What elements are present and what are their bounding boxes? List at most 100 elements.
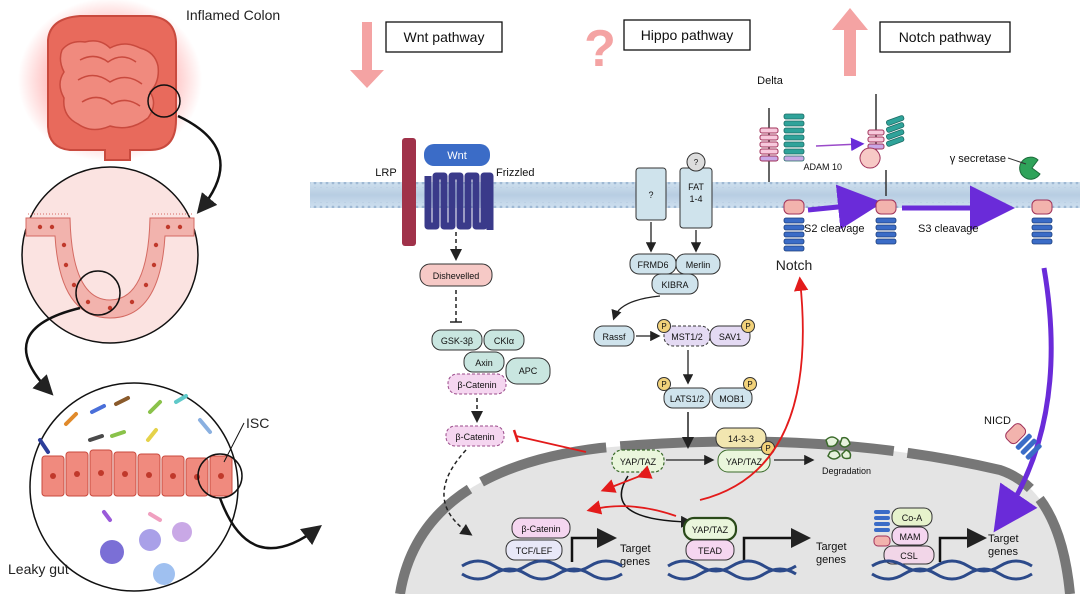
sav1-node <box>709 325 751 347</box>
nicd-fragment <box>1005 423 1042 460</box>
phospho-mob1-label: P <box>747 380 752 389</box>
phospho-lats-label: P <box>661 380 666 389</box>
dishevelled-label: Dishevelled <box>433 271 480 281</box>
dishevelled-node <box>419 263 493 287</box>
unknown-ligand <box>686 152 706 172</box>
inflamed-colon-illustration <box>18 0 202 162</box>
ck1a-label: CKIα <box>494 336 514 346</box>
zoom-arrow-1 <box>177 114 222 214</box>
ck1a-node <box>483 329 525 351</box>
axin-label: Axin <box>475 358 493 368</box>
gamma-secretase-label: γ secretase <box>950 153 1006 165</box>
phospho-mst <box>657 319 671 333</box>
rassf-node <box>593 325 635 347</box>
wnt-dna <box>461 559 623 581</box>
cleaved-notch-ecd <box>886 115 905 147</box>
unknown-receptor <box>635 167 667 221</box>
yap-taz-bound <box>717 449 771 473</box>
gsk3b-node <box>431 329 483 351</box>
frmd6-label: FRMD6 <box>638 260 669 270</box>
hippo-target-label-2: genes <box>816 554 846 566</box>
hippo-unknown-mark: ? <box>584 20 616 78</box>
phospho-mst-label: P <box>661 322 666 331</box>
14-3-3-node <box>715 427 767 449</box>
beta-catenin-free <box>445 425 505 447</box>
phospho-mob1 <box>743 377 757 391</box>
tead-node <box>685 539 735 561</box>
beta-catenin-nuclear-label: β-Catenin <box>521 524 560 534</box>
left-panel: Inflamed Colon <box>8 0 322 592</box>
unknown-ligand-label: ? <box>694 158 699 167</box>
tead-label: TEAD <box>698 546 723 556</box>
wnt-target-label-2: genes <box>620 556 650 568</box>
hippo-header-box <box>623 19 751 51</box>
rassf-label: Rassf <box>602 332 626 342</box>
frizzled-receptor <box>424 172 494 230</box>
mob1-label: MOB1 <box>719 394 745 404</box>
mob1-node <box>711 387 753 409</box>
notch-header: Notch pathway <box>899 29 992 45</box>
wnt-downregulated-arrow <box>350 22 384 88</box>
lrp-receptor <box>402 138 416 246</box>
tcf-lef-node <box>505 539 563 561</box>
notch-receptor <box>783 113 805 252</box>
14-3-3-label: 14-3-3 <box>728 434 754 444</box>
mam-label: MAM <box>900 532 921 542</box>
merlin-node <box>675 253 721 275</box>
headers: Wnt pathway ? Hippo pathway Notch pathwa… <box>350 8 1011 88</box>
degradation-label: Degradation <box>822 466 871 476</box>
kibra-node <box>651 273 699 295</box>
wnt-header-box <box>385 21 503 53</box>
apc-node <box>505 357 551 385</box>
lats12-node <box>663 387 711 409</box>
notch-upregulated-arrow <box>832 8 868 76</box>
phospho-lats <box>657 377 671 391</box>
notch-pathway: Delta Notch S2 cleavage <box>757 75 1054 581</box>
cleaved-delta <box>867 129 885 150</box>
isc-pointer <box>223 422 245 463</box>
mst12-label: MST1/2 <box>671 332 703 342</box>
co-a-node <box>891 507 933 527</box>
adam10-enzyme <box>859 147 881 169</box>
apc-label: APC <box>519 366 538 376</box>
wnt-ligand-label: Wnt <box>447 150 467 162</box>
mam-node <box>891 526 929 546</box>
sav1-label: SAV1 <box>719 332 741 342</box>
kibra-label: KIBRA <box>661 280 688 290</box>
leaky-gut-label: Leaky gut <box>8 561 69 577</box>
leaky-gut-illustration <box>29 382 243 592</box>
s2-cleavage-label: S2 cleavage <box>804 223 865 235</box>
phospho-yap-label: P <box>765 444 770 453</box>
fat-label-2: 1-4 <box>689 194 702 204</box>
wnt-pathway: LRP Wnt Frizzled Dishevelled GSK-3β CKIα… <box>375 138 651 581</box>
tcf-lef-label: TCF/LEF <box>516 546 553 556</box>
wnt-target-label-1: Target <box>620 543 651 555</box>
frizzled-label: Frizzled <box>496 167 535 179</box>
beta-catenin-complex <box>447 373 507 395</box>
notch-target-label-2: genes <box>988 546 1018 558</box>
lats12-label: LATS1/2 <box>670 394 704 404</box>
lrp-label: LRP <box>375 167 396 179</box>
hippo-target-label-1: Target <box>816 541 847 553</box>
adam10-label: ADAM 10 <box>803 162 842 172</box>
yap-taz-cytoplasm-label: YAP/TAZ <box>620 457 657 467</box>
csl-label: CSL <box>900 551 918 561</box>
zoom-arrow-3 <box>218 497 322 550</box>
zoom-arrow-2 <box>24 306 81 396</box>
mst12-node <box>663 325 711 347</box>
delta-ligand <box>759 127 779 162</box>
beta-catenin-nuclear <box>511 517 571 539</box>
wnt-ligand <box>424 144 490 166</box>
unknown-receptor-label: ? <box>648 190 653 200</box>
merlin-label: Merlin <box>686 260 711 270</box>
hippo-dna <box>667 559 797 581</box>
nicd-label: NICD <box>984 415 1011 427</box>
hippo-header: Hippo pathway <box>641 27 734 43</box>
s3-cleavage-label: S3 cleavage <box>918 223 979 235</box>
crypt-illustration <box>21 166 199 344</box>
phospho-sav1-label: P <box>745 322 750 331</box>
notch-target-label-1: Target <box>988 533 1019 545</box>
beta-catenin-complex-label: β-Catenin <box>457 380 496 390</box>
yap-taz-bound-label: YAP/TAZ <box>726 457 763 467</box>
